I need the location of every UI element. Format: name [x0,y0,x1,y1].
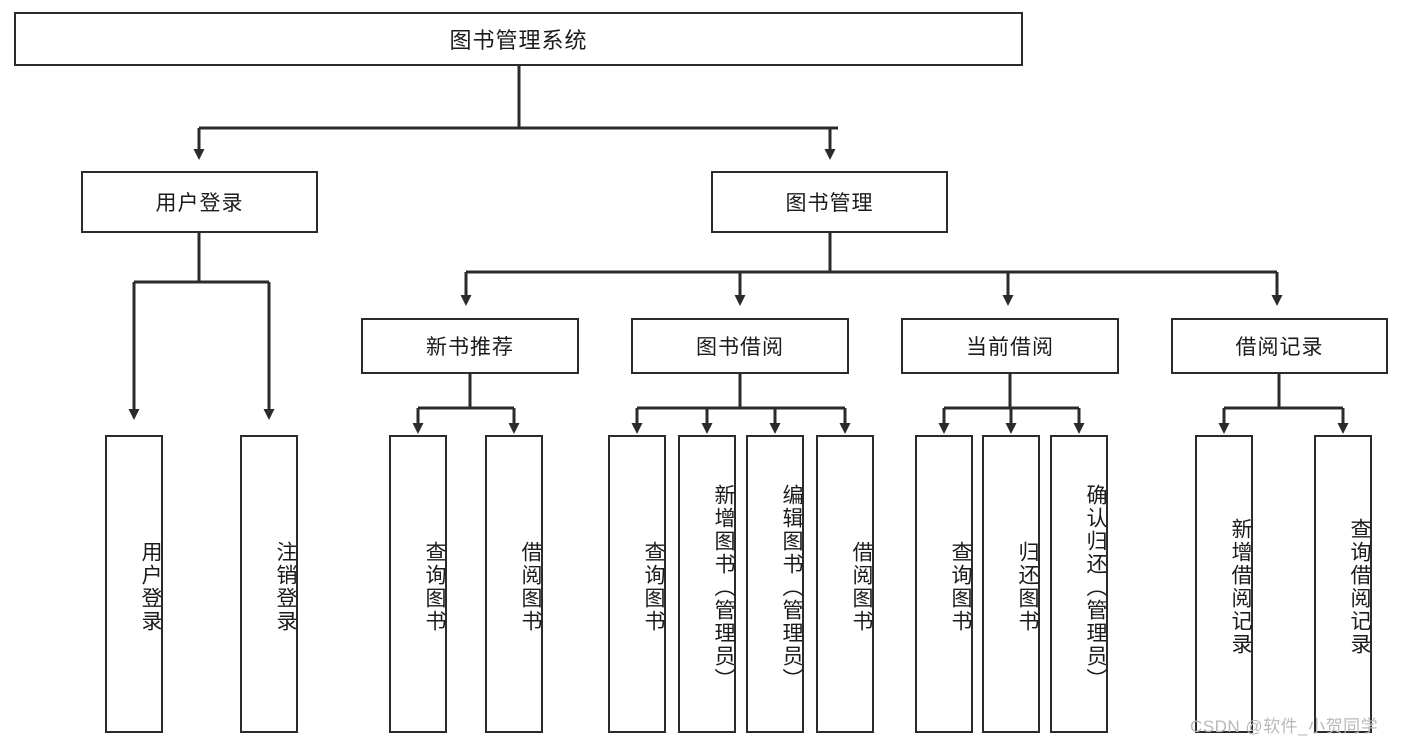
node-leaf-query-record-label: 查询借阅记录 [1348,518,1371,656]
node-leaf-borrow-book-2-label: 借阅图书 [850,541,873,633]
node-book-manage-label: 图书管理 [785,192,874,215]
node-leaf-return-book[interactable]: 归还图书 [982,435,1040,733]
node-book-borrow-label: 图书借阅 [696,336,784,359]
node-leaf-borrow-book-1[interactable]: 借阅图书 [485,435,543,733]
node-leaf-user-login-label: 用户登录 [139,541,162,633]
node-new-book-recommend[interactable]: 新书推荐 [361,318,579,374]
node-leaf-query-book-3[interactable]: 查询图书 [915,435,973,733]
node-leaf-logout-label: 注销登录 [274,541,297,633]
node-current-borrow-label: 当前借阅 [966,336,1054,359]
node-leaf-user-login[interactable]: 用户登录 [105,435,163,733]
node-current-borrow[interactable]: 当前借阅 [901,318,1119,374]
node-leaf-query-record[interactable]: 查询借阅记录 [1314,435,1372,733]
node-leaf-edit-book[interactable]: 编辑图书（管理员） [746,435,804,733]
node-leaf-query-book-1[interactable]: 查询图书 [389,435,447,733]
csdn-watermark: CSDN @软件_小贺同学 [1190,717,1379,736]
node-leaf-query-book-3-label: 查询图书 [949,541,972,633]
node-borrow-record[interactable]: 借阅记录 [1171,318,1388,374]
node-leaf-confirm-return[interactable]: 确认归还（管理员） [1050,435,1108,733]
node-leaf-add-book-label: 新增图书（管理员） [712,483,735,691]
node-leaf-logout[interactable]: 注销登录 [240,435,298,733]
node-leaf-borrow-book-1-label: 借阅图书 [519,541,542,633]
node-leaf-edit-book-label: 编辑图书（管理员） [780,483,803,691]
node-leaf-query-book-2-label: 查询图书 [642,541,665,633]
node-leaf-query-book-2[interactable]: 查询图书 [608,435,666,733]
node-book-manage[interactable]: 图书管理 [711,171,948,233]
node-leaf-add-record-label: 新增借阅记录 [1229,518,1252,656]
node-leaf-query-book-1-label: 查询图书 [423,541,446,633]
node-borrow-record-label: 借阅记录 [1235,336,1324,359]
node-root[interactable]: 图书管理系统 [14,12,1023,66]
node-leaf-confirm-return-label: 确认归还（管理员） [1084,483,1107,691]
node-user-login[interactable]: 用户登录 [81,171,318,233]
node-leaf-borrow-book-2[interactable]: 借阅图书 [816,435,874,733]
node-root-label: 图书管理系统 [449,28,588,53]
node-new-book-recommend-label: 新书推荐 [426,336,514,359]
node-book-borrow[interactable]: 图书借阅 [631,318,849,374]
node-user-login-label: 用户登录 [155,192,244,215]
node-leaf-add-record[interactable]: 新增借阅记录 [1195,435,1253,733]
node-leaf-add-book[interactable]: 新增图书（管理员） [678,435,736,733]
node-leaf-return-book-label: 归还图书 [1016,541,1039,633]
